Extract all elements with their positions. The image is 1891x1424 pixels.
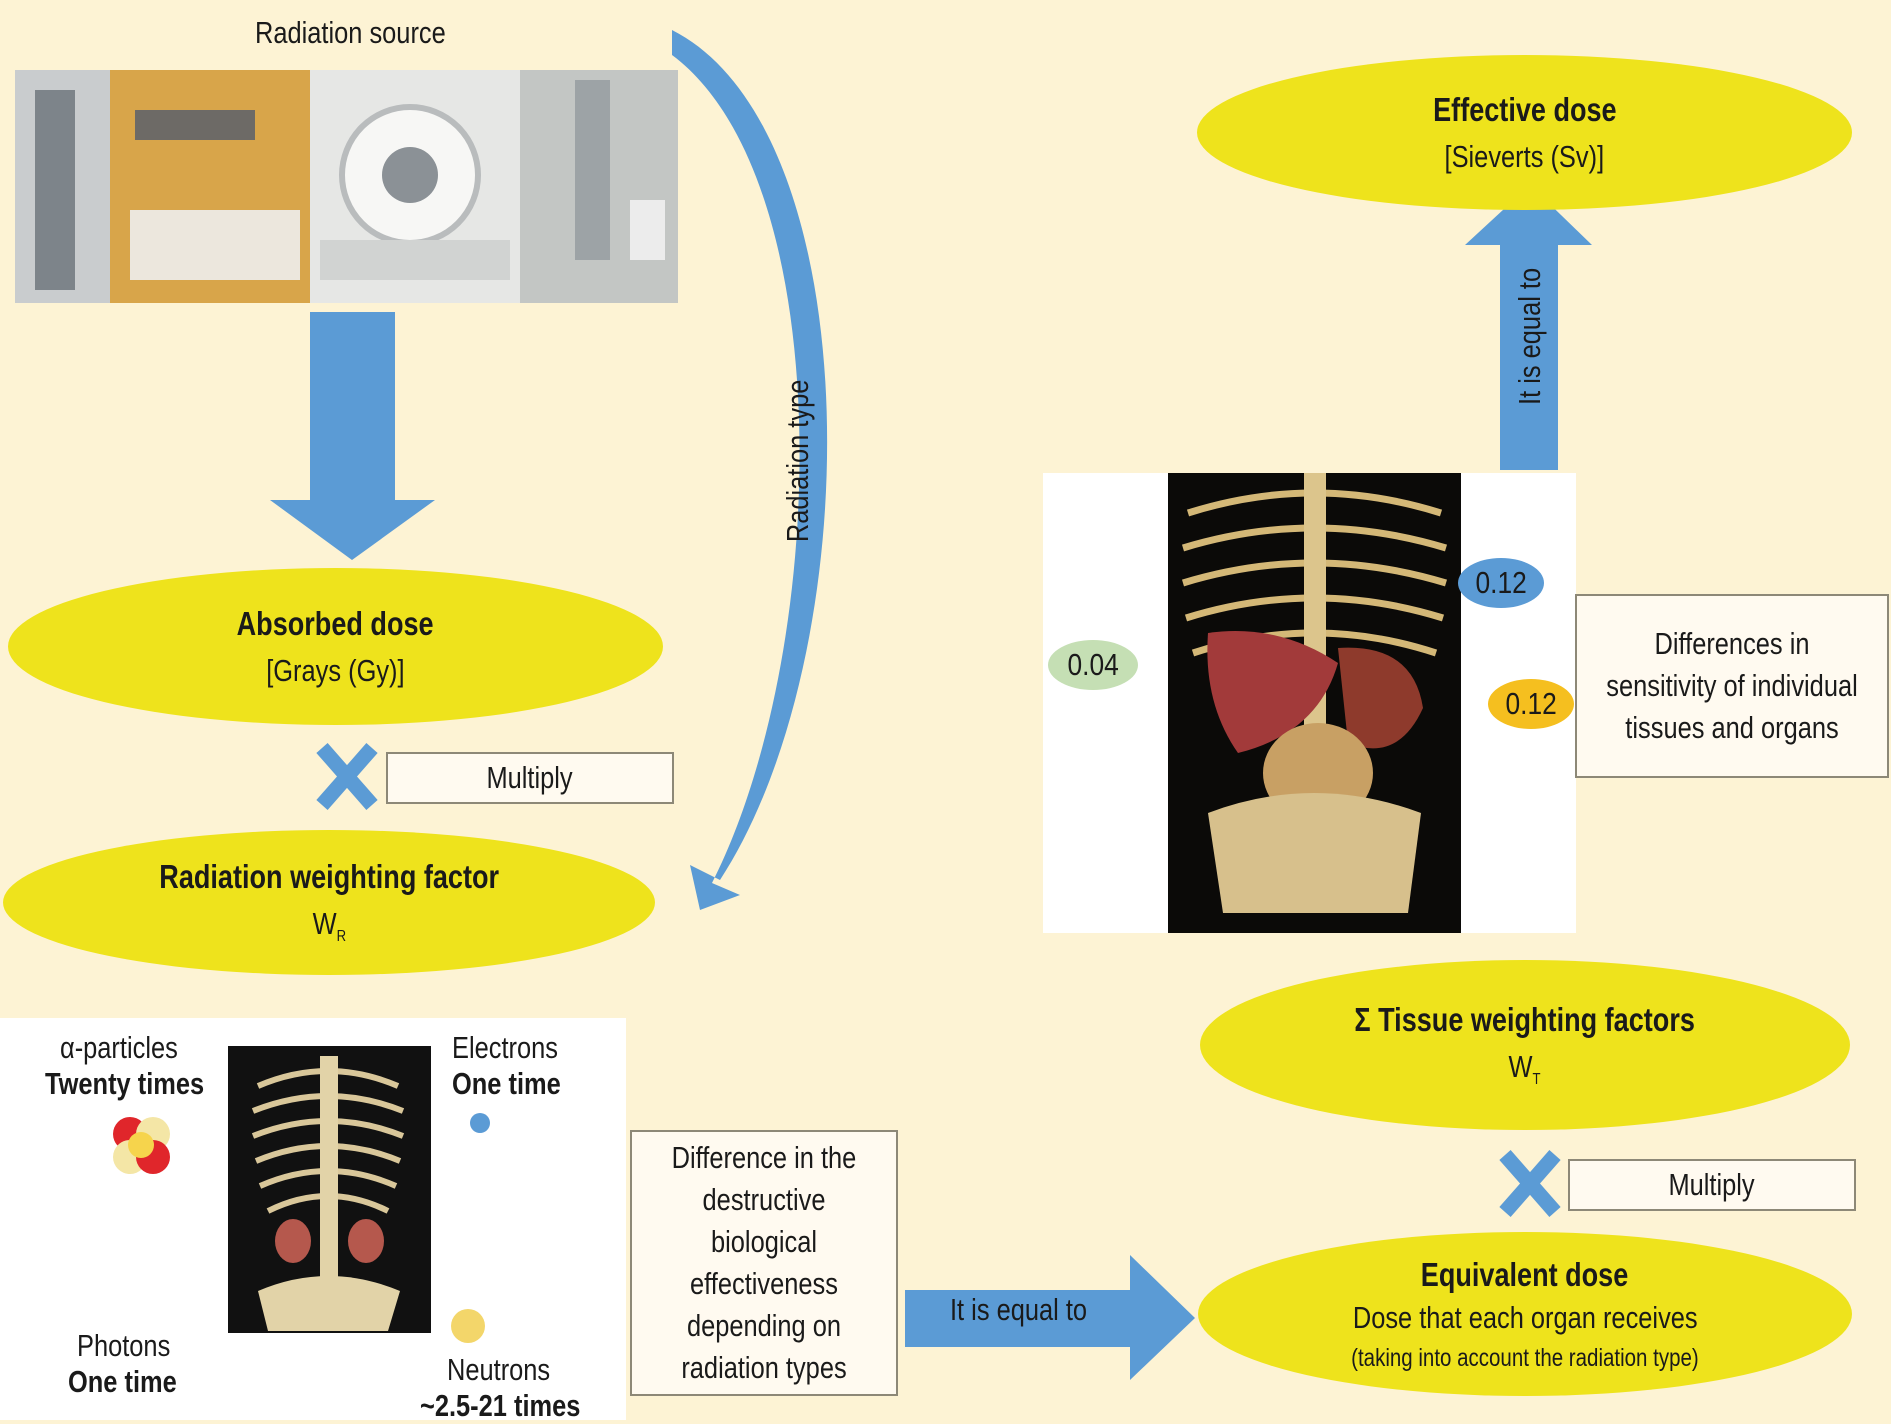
radiation-type-curved-arrow [672,30,828,910]
right-arrow [905,1255,1195,1380]
up-arrow [1465,185,1592,470]
stomach-factor-pill: 0.12 [1488,679,1574,729]
electron-icon [470,1113,490,1133]
torso-organs-image [1168,473,1461,933]
photons-factor: One time [68,1364,177,1399]
absorbed-dose-unit: [Grays (Gy)] [266,652,405,688]
tissue-weighting-ellipse: Σ Tissue weighting factors WT [1200,960,1850,1130]
multiply-right-label: Multiply [1668,1167,1756,1203]
tissue-weighting-title: Σ Tissue weighting factors [1354,1000,1696,1038]
multiply-left-box: Multiply [386,752,674,804]
equivalent-dose-ellipse: Equivalent dose Dose that each organ rec… [1198,1232,1852,1396]
neutron-icon [451,1309,485,1343]
radiation-weighting-ellipse: Radiation weighting factor WR [3,830,655,975]
electrons-factor: One time [452,1066,561,1101]
tissue-weighting-symbol: WT [1508,1048,1542,1089]
down-arrow [270,312,435,560]
alpha-factor: Twenty times [45,1066,205,1101]
equal-bottom-label: It is equal to [950,1292,1088,1327]
radiation-type-label: Radiation type [780,379,815,543]
effective-dose-ellipse: Effective dose [Sieverts (Sv)] [1197,55,1852,210]
radiation-equipment-photo [15,70,678,303]
multiply-left-label: Multiply [486,760,574,796]
liver-factor-pill: 0.04 [1048,640,1138,690]
effective-dose-unit: [Sieverts (Sv)] [1444,138,1605,174]
electrons-name: Electrons [452,1030,558,1065]
radiation-weighting-symbol: WR [312,906,346,946]
alpha-particle-icon [113,1117,170,1174]
neutrons-name: Neutrons [447,1352,551,1387]
equivalent-dose-line1: Dose that each organ receives [1352,1299,1698,1335]
equivalent-dose-line2: (taking into account the radiation type) [1351,1343,1699,1372]
difference-text: Difference in the destructive biological… [671,1140,857,1385]
alpha-name: α-particles [60,1030,178,1065]
absorbed-dose-title: Absorbed dose [237,604,434,642]
radiation-source-label: Radiation source [255,15,446,50]
multiply-x-right [1499,1150,1561,1217]
equal-vertical-label: It is equal to [1512,267,1547,405]
equivalent-dose-title: Equivalent dose [1421,1255,1629,1293]
absorbed-dose-ellipse: Absorbed dose [Grays (Gy)] [8,568,663,725]
sensitivity-box: Differences in sensitivity of individual… [1575,594,1889,778]
photons-name: Photons [77,1328,171,1363]
multiply-x-left [316,743,378,810]
effective-dose-title: Effective dose [1432,90,1617,128]
neutrons-factor: ~2.5-21 times [420,1388,581,1423]
radiation-weighting-title: Radiation weighting factor [159,858,499,896]
sensitivity-text: Differences in sensitivity of individual… [1606,626,1858,745]
lung-factor-pill: 0.12 [1458,558,1544,608]
skeleton-image-small [228,1046,431,1333]
multiply-right-box: Multiply [1568,1159,1856,1211]
difference-box: Difference in the destructive biological… [630,1130,898,1396]
